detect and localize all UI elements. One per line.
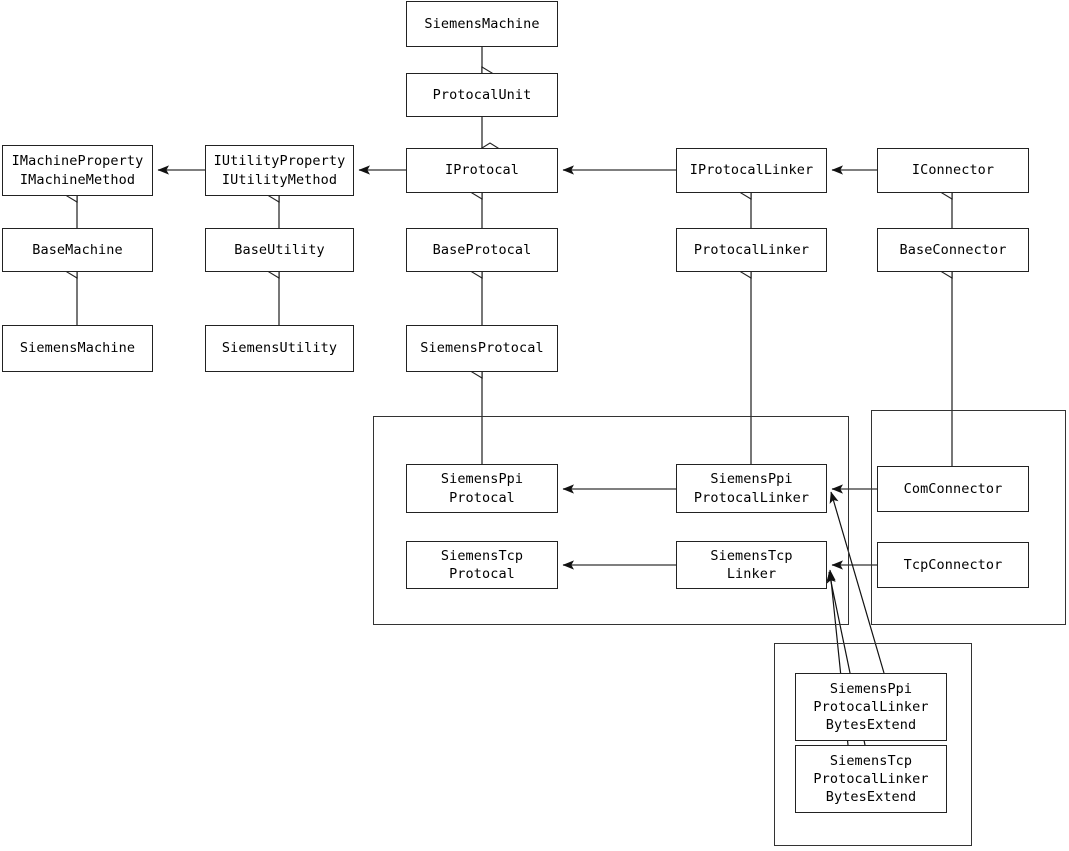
- class-box-siemensutility[interactable]: SiemensUtility: [205, 325, 354, 372]
- class-box-iutilityproperty[interactable]: IUtilityProperty IUtilityMethod: [205, 145, 354, 196]
- class-box-basemachine[interactable]: BaseMachine: [2, 228, 153, 272]
- class-box-siemensppiprotocal[interactable]: SiemensPpi Protocal: [406, 464, 558, 513]
- class-box-baseprotocal[interactable]: BaseProtocal: [406, 228, 558, 272]
- class-box-siemenstcpprotocal[interactable]: SiemensTcp Protocal: [406, 541, 558, 589]
- class-box-siemensppiprotocallinker[interactable]: SiemensPpi ProtocalLinker: [676, 464, 827, 513]
- class-box-siemenstcplinker[interactable]: SiemensTcp Linker: [676, 541, 827, 589]
- class-box-siemensprotocal[interactable]: SiemensProtocal: [406, 325, 558, 372]
- class-box-comconnector[interactable]: ComConnector: [877, 466, 1029, 512]
- class-box-imachineproperty[interactable]: IMachineProperty IMachineMethod: [2, 145, 153, 196]
- class-box-protocallinker[interactable]: ProtocalLinker: [676, 228, 827, 272]
- class-box-siemensppiprotocallinkerbytesextend[interactable]: SiemensPpi ProtocalLinker BytesExtend: [795, 673, 947, 741]
- class-box-iprotocallinker[interactable]: IProtocalLinker: [676, 148, 827, 193]
- group-protocal-implementations: [373, 416, 849, 625]
- group-connector-implementations: [871, 410, 1066, 625]
- class-box-iconnector[interactable]: IConnector: [877, 148, 1029, 193]
- class-box-baseutility[interactable]: BaseUtility: [205, 228, 354, 272]
- class-box-siemensmachine[interactable]: SiemensMachine: [2, 325, 153, 372]
- class-box-siemenstcpprotocallinkerbytesextend[interactable]: SiemensTcp ProtocalLinker BytesExtend: [795, 745, 947, 813]
- class-box-tcpconnector[interactable]: TcpConnector: [877, 542, 1029, 588]
- class-box-iprotocal[interactable]: IProtocal: [406, 148, 558, 193]
- class-box-baseconnector[interactable]: BaseConnector: [877, 228, 1029, 272]
- class-box-siemensmachine-top[interactable]: SiemensMachine: [406, 1, 558, 47]
- class-box-protocalunit[interactable]: ProtocalUnit: [406, 73, 558, 117]
